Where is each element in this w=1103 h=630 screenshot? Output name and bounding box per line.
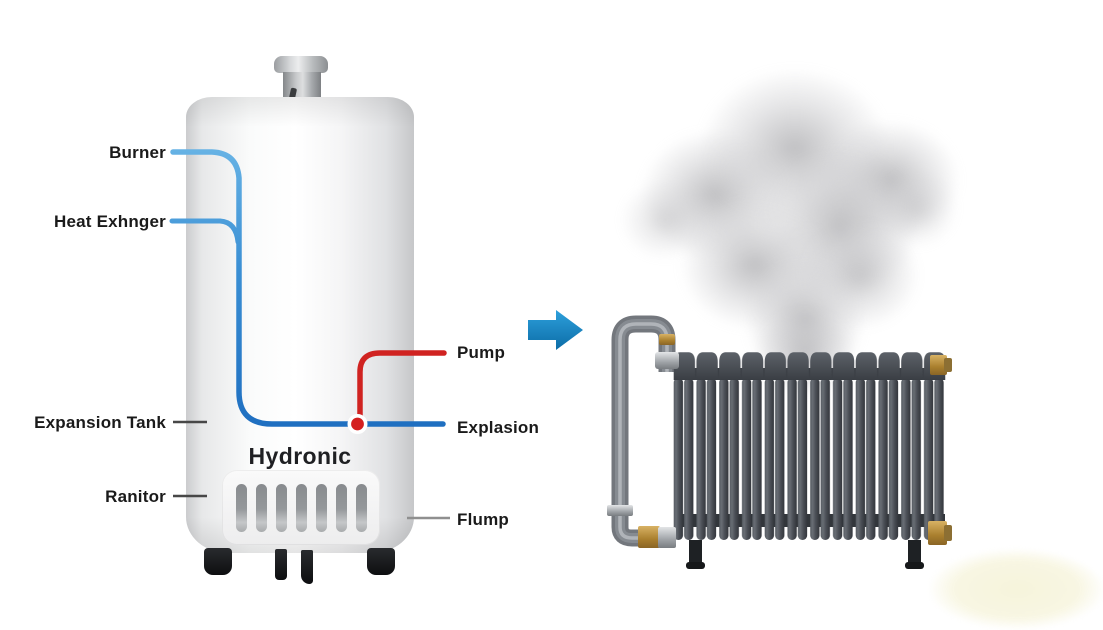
vent-slot xyxy=(336,484,347,532)
smoke-puff xyxy=(755,308,855,398)
label-heat-exchanger: Heat Exhnger xyxy=(54,212,166,231)
label-ranitor: Ranitor xyxy=(105,487,166,506)
boiler-brand-text: Hydronic xyxy=(248,443,352,469)
radiator-fins xyxy=(673,378,946,540)
steel-collar-top-left xyxy=(655,352,679,369)
vent-slot xyxy=(256,484,267,532)
brass-fitting-bottom-left xyxy=(638,526,660,548)
brass-fitting-top-left xyxy=(659,334,675,345)
label-expansion-tank: Expansion Tank xyxy=(34,413,166,432)
label-explasion: Explasion xyxy=(457,418,540,437)
radiator-bottom-header xyxy=(674,514,945,527)
smoke-puff xyxy=(878,168,958,248)
brass-fitting-bottom-right xyxy=(928,521,947,545)
label-burner: Burner xyxy=(109,143,166,162)
label-pump: Pump xyxy=(457,343,506,362)
boiler-flue-flange xyxy=(274,56,328,73)
radiator-foot-right xyxy=(905,562,924,569)
vent-slot xyxy=(236,484,247,532)
brass-fitting-top-right xyxy=(930,355,947,375)
vent-slot xyxy=(316,484,327,532)
tank-top-shade xyxy=(186,97,414,127)
boiler-vent-grille xyxy=(222,470,380,545)
boiler-leg xyxy=(301,550,313,584)
smoke-puff xyxy=(620,180,710,260)
vent-slot xyxy=(356,484,367,532)
steel-collar-bottom-left xyxy=(658,527,676,548)
label-flump: Flump xyxy=(457,510,509,529)
brass-cap-top-right xyxy=(944,358,952,372)
boiler-foot-right xyxy=(367,548,395,575)
flow-arrow-icon xyxy=(528,310,583,350)
radiator-foot-left xyxy=(686,562,705,569)
pale-yellow-blob xyxy=(928,548,1103,630)
pipe-coupling xyxy=(607,505,633,516)
radiator-leg-right xyxy=(908,540,921,566)
radiator-leg-left xyxy=(689,540,702,566)
radiator-supply-pipe xyxy=(611,315,676,547)
vent-slot xyxy=(276,484,287,532)
boiler-foot-left xyxy=(204,548,232,575)
brass-cap-bottom-right xyxy=(944,525,952,541)
vent-slot xyxy=(296,484,307,532)
boiler-leg xyxy=(275,549,287,580)
